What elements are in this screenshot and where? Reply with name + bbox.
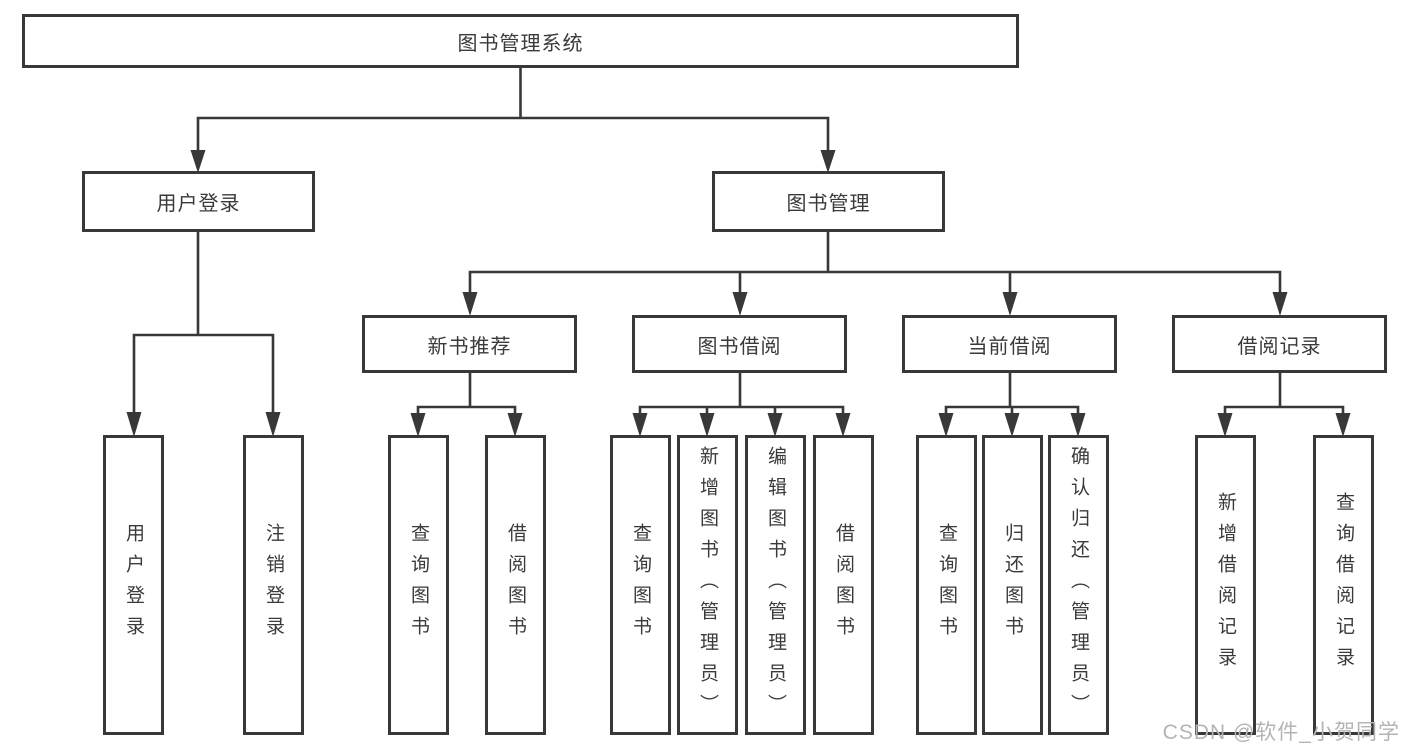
leaf-query-books-current: 查询图书 xyxy=(916,435,977,735)
leaf-logout: 注销登录 xyxy=(243,435,304,735)
leaf-user-login: 用户登录 xyxy=(103,435,164,735)
csdn-watermark: CSDN @软件_小贺同学 xyxy=(1162,721,1400,744)
node-label: 借阅图书 xyxy=(833,523,854,647)
leaf-add-book-admin: 新增图书（管理员） xyxy=(677,435,738,735)
node-label: 查询借阅记录 xyxy=(1333,492,1354,678)
leaf-borrow-books: 借阅图书 xyxy=(813,435,874,735)
node-label: 新增借阅记录 xyxy=(1215,492,1236,678)
node-label: 编辑图书（管理员） xyxy=(765,445,786,725)
node-label: 图书管理 xyxy=(786,193,871,215)
node-label: 新书推荐 xyxy=(427,335,512,358)
node-label: 查询图书 xyxy=(630,523,651,647)
leaf-add-borrow-record: 新增借阅记录 xyxy=(1195,435,1256,735)
node-book-management: 图书管理 xyxy=(712,171,945,232)
leaf-query-borrow-record: 查询借阅记录 xyxy=(1313,435,1374,735)
node-library-management-system: 图书管理系统 xyxy=(22,14,1019,68)
node-label: 注销登录 xyxy=(263,523,284,647)
node-label: 图书管理系统 xyxy=(457,32,584,55)
node-book-borrowing: 图书借阅 xyxy=(632,315,847,373)
node-label: 查询图书 xyxy=(408,523,429,647)
node-label: 新增图书（管理员） xyxy=(697,445,718,725)
node-current-borrowing: 当前借阅 xyxy=(902,315,1117,373)
node-label: 当前借阅 xyxy=(967,335,1052,358)
node-label: 借阅图书 xyxy=(505,523,526,647)
node-label: 查询图书 xyxy=(936,523,957,647)
leaf-query-books-borrowing: 查询图书 xyxy=(610,435,671,735)
leaf-edit-book-admin: 编辑图书（管理员） xyxy=(745,435,806,735)
node-new-book-recommendation: 新书推荐 xyxy=(362,315,577,373)
node-label: 确认归还（管理员） xyxy=(1068,445,1089,725)
node-label: 图书借阅 xyxy=(697,335,782,358)
node-borrowing-records: 借阅记录 xyxy=(1172,315,1387,373)
leaf-borrow-books-recommend: 借阅图书 xyxy=(485,435,546,735)
node-label: 用户登录 xyxy=(123,523,144,647)
leaf-confirm-return-admin: 确认归还（管理员） xyxy=(1048,435,1109,735)
node-label: 归还图书 xyxy=(1002,523,1023,647)
node-user-login: 用户登录 xyxy=(82,171,315,232)
node-label: 用户登录 xyxy=(156,193,241,215)
leaf-query-books-recommend: 查询图书 xyxy=(388,435,449,735)
node-label: 借阅记录 xyxy=(1237,335,1322,358)
leaf-return-books: 归还图书 xyxy=(982,435,1043,735)
